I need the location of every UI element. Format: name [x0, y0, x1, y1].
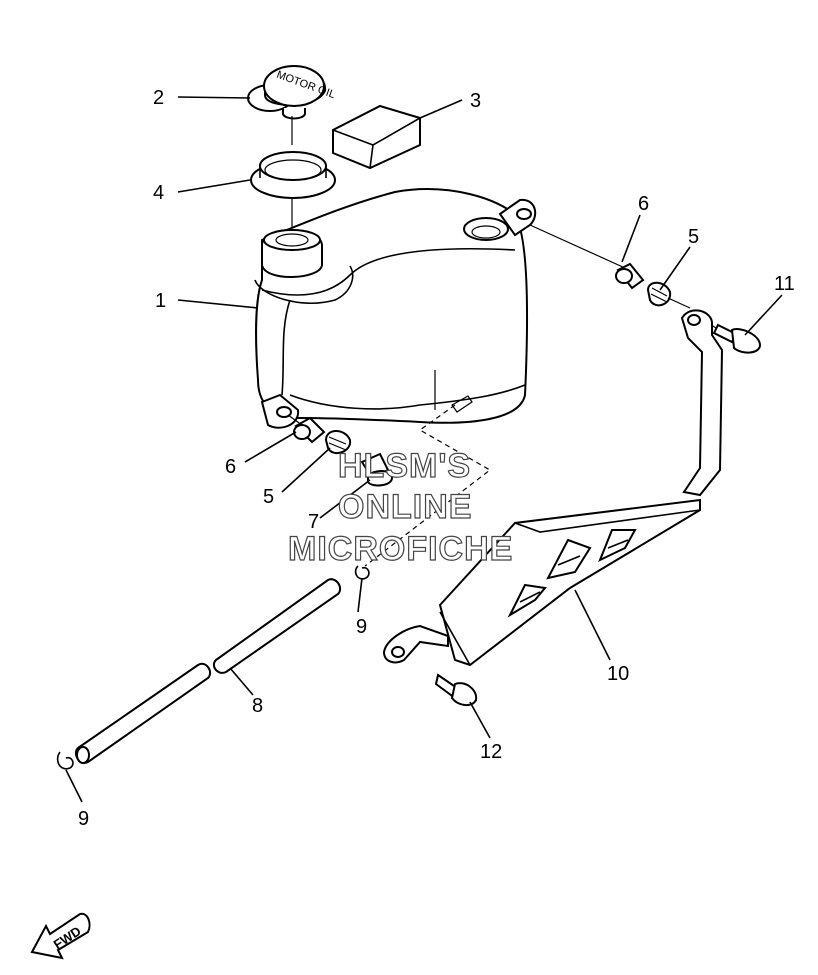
- bolt-7: [360, 452, 394, 487]
- callout-12: 12: [480, 741, 502, 763]
- hose: [74, 578, 342, 764]
- callout-7: 7: [308, 511, 319, 533]
- watermark-line-2: ONLINE: [338, 488, 472, 526]
- bolt-11: [712, 323, 762, 354]
- callout-8: 8: [252, 695, 263, 717]
- callout-5-left: 5: [263, 486, 274, 508]
- clip-upper: [354, 565, 370, 580]
- callout-5-right: 5: [688, 226, 699, 248]
- callout-9-lower: 9: [78, 808, 89, 830]
- strainer-ring: [250, 151, 336, 199]
- callout-11: 11: [774, 273, 795, 295]
- oil-cap: MOTOR OIL: [247, 65, 337, 120]
- grommet-left: [324, 430, 352, 455]
- oil-tank: [254, 188, 537, 429]
- callout-10: 10: [607, 663, 629, 685]
- collar-left: [293, 416, 326, 444]
- callout-2: 2: [153, 87, 164, 109]
- callout-9-upper: 9: [356, 616, 367, 638]
- callout-3: 3: [470, 90, 481, 112]
- fwd-arrow-icon: FWD: [30, 912, 91, 960]
- callout-numbers: 1 2 3 4 5 5 6 6 7 8 9 9 10 11 12: [78, 87, 795, 830]
- grommet-right: [646, 281, 672, 307]
- collar-right: [615, 262, 645, 290]
- watermark-line-3: MICROFICHE: [288, 530, 513, 568]
- bolt-12: [434, 673, 478, 706]
- watermark: HLSM'S ONLINE MICROFICHE: [287, 446, 513, 568]
- callout-6-left: 6: [225, 456, 236, 478]
- bracket: [382, 309, 724, 667]
- watermark-line-1: HLSM'S: [338, 447, 471, 485]
- filter-element: [332, 104, 421, 170]
- leader-lines: [65, 96, 783, 803]
- callout-6-right: 6: [638, 193, 649, 215]
- callout-1: 1: [155, 290, 166, 312]
- callout-4: 4: [153, 182, 164, 204]
- clip-lower: [56, 751, 74, 770]
